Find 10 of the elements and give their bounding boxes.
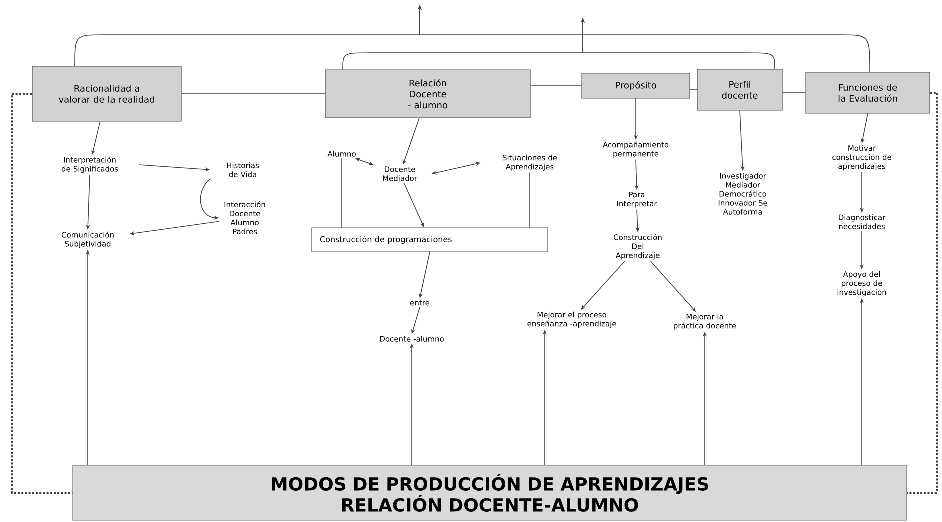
connector-line (907, 92, 938, 494)
concept-box: Relación Docente - alumno (325, 70, 531, 118)
connector-line (11, 93, 73, 494)
concept-box: Propósito (582, 73, 690, 99)
connector-line (782, 92, 806, 94)
process-box: Construcción de programaciones (312, 228, 548, 252)
concept-box: Perfil docente (697, 69, 783, 111)
concept-box: Funciones de la Evaluación (806, 72, 930, 114)
title-banner: MODOS DE PRODUCCIÓN DE APRENDIZAJES RELACIÓN DOCENTE-ALUMNO (72, 465, 908, 521)
concept-box: Racionalidad a valorar de la realidad (32, 66, 182, 122)
